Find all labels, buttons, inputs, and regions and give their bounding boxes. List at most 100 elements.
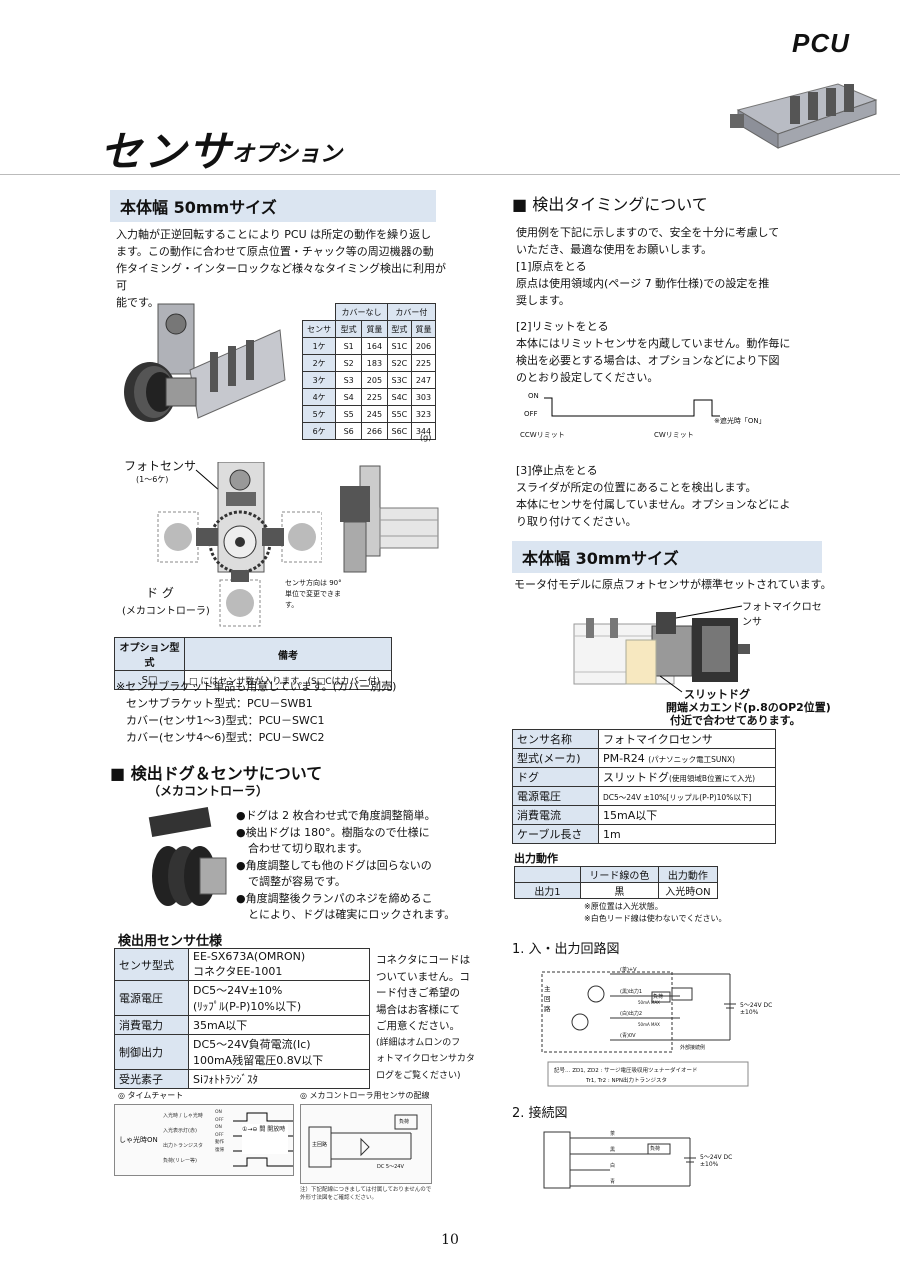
- limit-off-label: OFF: [524, 410, 538, 418]
- spec-value: Siﾌｫﾄﾄﾗﾝｼﾞｽﾀ: [188, 1069, 370, 1089]
- output-header: リード線の色: [580, 866, 659, 883]
- circuit-white-label: (白)出力2: [620, 1011, 643, 1017]
- limit-section: [2]リミットをとる 本体にはリミットセンサを内蔵していません。動作毎に 検出を…: [516, 318, 806, 386]
- slit-dog-note-line: 開端メカエンド(p.8のOP2位置): [666, 701, 831, 714]
- time-chart-mark: OFF: [215, 1132, 224, 1138]
- intro-text: 入力軸が正逆回転することにより PCU は所定の動作を繰り返し ます。この動作に…: [116, 226, 456, 311]
- circuit-note2: Tr1, Tr2 : NPN出力トランジスタ: [586, 1078, 668, 1084]
- output-cell: 黒: [580, 882, 659, 899]
- spec-value: 35mA以下: [188, 1015, 370, 1035]
- table-row: 型式(メーカ)PM-R24 (パナソニック電工SUNX): [512, 748, 776, 768]
- time-chart-row: 入光時 / しゃ光時: [163, 1113, 203, 1119]
- bracket-note: カバー(センサ4〜6)型式：PCU－SWC2: [126, 731, 325, 744]
- cell: S4: [335, 388, 363, 406]
- connector-note-line: コネクタにコードは: [376, 954, 471, 966]
- spec-key: 消費電流: [512, 805, 599, 825]
- output-cell: 入光時ON: [657, 882, 719, 899]
- ccw-limit-label: CCWリミット: [520, 431, 565, 439]
- dog-bullets: ●ドグは 2 枚合わせ式で角度調整簡単。 ●検出ドグは 180°。樹脂なので仕様…: [236, 808, 456, 924]
- intro-line: ます。この動作に合わせて原点位置・チャック等の周辺機器の動: [116, 245, 434, 258]
- output-table: リード線の色 出力動作 出力1 黒 入光時ON: [514, 866, 719, 899]
- spec-value: PM-R24: [603, 751, 645, 765]
- spec-value: DC5〜24V負荷電流(Ic): [193, 1038, 311, 1051]
- cell: 6ケ: [301, 422, 337, 440]
- connector-note: コネクタにコードは ついていません。コ ード付きご希望の 場合はお客様にて ご用…: [376, 952, 480, 1084]
- timing-heading: ■ 検出タイミングについて: [512, 195, 708, 214]
- connector-note-line: ォトマイクロセンサカタ: [376, 1054, 475, 1064]
- motor-diagram: フォトマイクロセンサ スリットドグ: [566, 596, 826, 726]
- cell: 4ケ: [301, 388, 337, 406]
- output-title: 出力動作: [514, 852, 558, 865]
- rotate-note-line: す。: [285, 601, 299, 609]
- output-notes: ※原位置は入光状態。 ※白色リード線は使わないでください。: [584, 901, 726, 925]
- stop-text: り取り付けてください。: [516, 515, 637, 528]
- wiring-title: ◎ メカコントローラ用センサの配線: [300, 1091, 430, 1100]
- photo-micro-sensor-label: フォトマイクロセンサ: [742, 602, 822, 628]
- circuit-diagram: 主 回 路 (茶)+V (黒)出力1 (白)出力2 (青)0V 負荷 50mA …: [540, 962, 790, 1092]
- spec-key: ドグ: [512, 767, 599, 787]
- cell: 1ケ: [301, 337, 337, 355]
- cell: S1: [335, 337, 363, 355]
- option-header-code: オプション型式: [114, 637, 185, 671]
- cell: 323: [410, 405, 437, 423]
- page-number: 10: [441, 1232, 459, 1248]
- time-chart-title: ◎ タイムチャート: [118, 1091, 184, 1100]
- output-header: [514, 866, 581, 883]
- col-header: 質量: [361, 320, 388, 338]
- spec-value: 1m: [603, 827, 621, 841]
- group-header-no-cover: カバーなし: [335, 303, 388, 321]
- circuit-black-label: (黒)出力1: [620, 989, 643, 995]
- option-code: S□: [114, 670, 185, 690]
- slit-dog-note: 開端メカエンド(p.8のOP2位置) 付近で合わせてあります。: [666, 701, 831, 727]
- group-header-cover: カバー付: [386, 303, 437, 321]
- option-note: □ にはセンサ数が入ります。(S□Cはカバー付): [184, 670, 392, 690]
- time-chart-row: 入光表示灯(赤): [163, 1128, 197, 1134]
- intro-line: 入力軸が正逆回転することにより PCU は所定の動作を繰り返し: [116, 228, 432, 241]
- stop-text: 本体にセンサを付属していません。オプションなどによ: [516, 498, 791, 511]
- dog-sub-label: (メカコントローラ): [122, 606, 210, 617]
- cell: 5ケ: [301, 405, 337, 423]
- cell: 247: [410, 371, 437, 389]
- dog-bullet: ●検出ドグは 180°。樹脂なので仕様に: [236, 825, 430, 839]
- time-chart-mark: 動作: [215, 1140, 224, 1145]
- bracket-note: カバー(センサ1〜3)型式：PCU－SWC1: [126, 714, 325, 727]
- cell: S4C: [386, 388, 412, 406]
- sensor-front-diagram: [156, 461, 323, 627]
- spec-sub: (使用領域B位置にて入光): [669, 774, 755, 783]
- wiring-note: 注）下記配線につきましては付属しておりませんので 外形寸法図をご確認ください。: [300, 1186, 431, 1202]
- connection-diagram: 茶 黒 白 青 負荷 5〜24V DC ±10%: [540, 1124, 770, 1196]
- cell: 266: [361, 422, 388, 440]
- wiring-main-label: 主回路: [312, 1142, 328, 1148]
- cell: 206: [410, 337, 437, 355]
- product-photo: [728, 70, 878, 150]
- brand-logo: PCU: [792, 28, 850, 58]
- origin-title: [1]原点をとる: [516, 260, 587, 273]
- option-table: オプション型式 備考 S□ □ にはセンサ数が入ります。(S□Cはカバー付): [114, 637, 392, 690]
- circuit-load-label: 負荷: [653, 994, 664, 1000]
- bracket-note: ※センサブラケット単品も用意しています。(カバー別売): [116, 680, 397, 693]
- spec-key: 制御出力: [114, 1034, 189, 1070]
- output-header: 出力動作: [657, 866, 719, 883]
- timing-intro-line: 使用例を下記に示しますので、安全を十分に考慮して: [516, 226, 780, 239]
- table-row: 出力1 黒 入光時ON: [514, 882, 719, 899]
- dog-bullet: ●角度調整後クランパのネジを締めるこ: [236, 891, 433, 905]
- section-30mm-header: 本体幅 30mmサイズ: [512, 541, 822, 573]
- limit-text: 本体にはリミットセンサを内蔵していません。動作毎に: [516, 337, 791, 350]
- output-note: ※原位置は入光状態。: [584, 902, 663, 911]
- sensor-spec-heading: 検出用センサ仕様: [118, 934, 223, 949]
- cell: S5C: [386, 405, 412, 423]
- intro-line: 能です。: [116, 296, 159, 309]
- circuit-blue-label: (青)0V: [620, 1033, 636, 1039]
- connection-blue: 青: [610, 1179, 616, 1185]
- dog-bullet: 合わせて切り取れます。: [248, 842, 368, 855]
- dog-bullet: ●ドグは 2 枚合わせ式で角度調整簡単。: [236, 809, 436, 822]
- connector-note-line: 場合はお客様にて: [376, 1003, 460, 1016]
- connection-title: 2. 接続図: [512, 1106, 568, 1121]
- cell: 344: [410, 422, 437, 440]
